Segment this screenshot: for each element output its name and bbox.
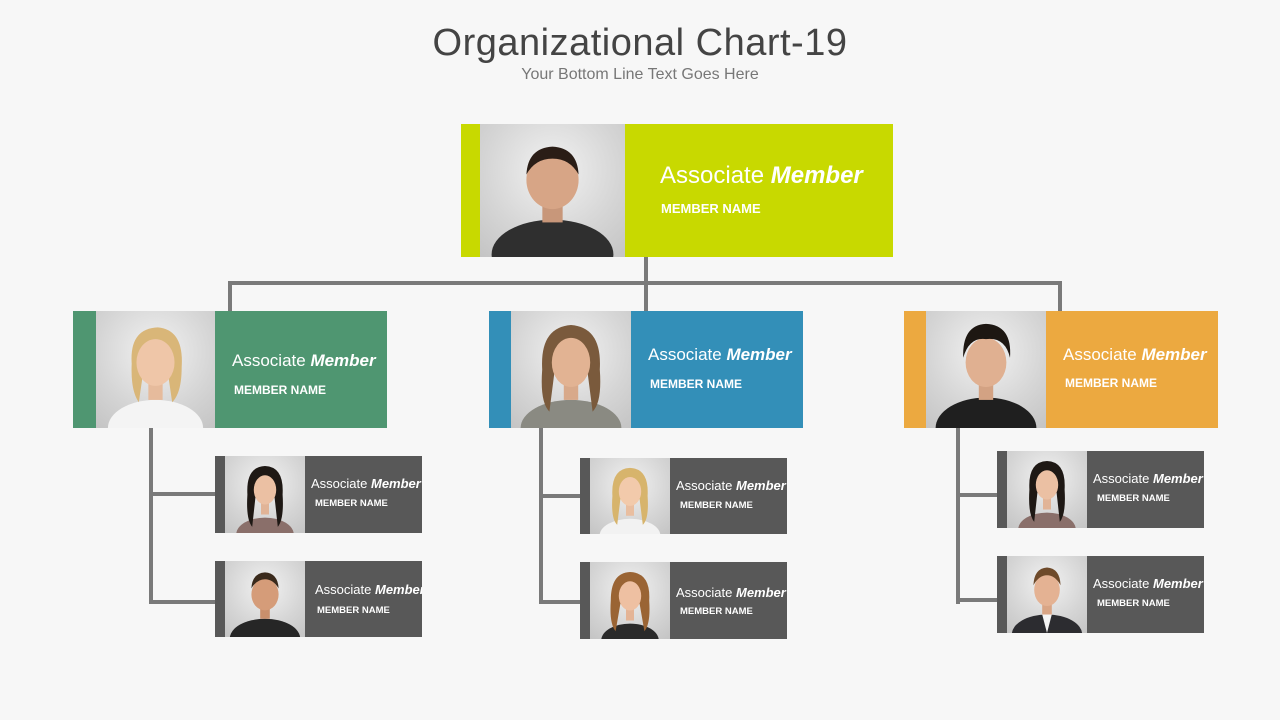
connector-center-branch-1 — [539, 494, 582, 498]
member-name: MEMBER NAME — [680, 606, 753, 617]
member-info: Associate Member MEMBER NAME — [1087, 451, 1204, 528]
card-accent-stripe — [997, 451, 1007, 528]
member-name: MEMBER NAME — [317, 605, 390, 616]
member-role: Associate Member — [311, 476, 421, 491]
member-role: Associate Member — [315, 582, 422, 597]
member-role: Associate Member — [1093, 576, 1203, 591]
card-accent-stripe — [580, 458, 590, 534]
member-info: Associate Member MEMBER NAME — [305, 456, 422, 533]
member-info: Associate Member MEMBER NAME — [670, 458, 787, 534]
man-portrait-icon — [926, 311, 1046, 428]
man-portrait-icon — [1007, 556, 1087, 633]
member-info: Associate Member MEMBER NAME — [670, 562, 787, 639]
connector-right-branch-2 — [956, 598, 999, 602]
member-role: Associate Member — [676, 478, 786, 493]
member-role: Associate Member — [1093, 471, 1203, 486]
member-name: MEMBER NAME — [680, 500, 753, 511]
woman-portrait-icon — [590, 458, 670, 534]
right-member-card-1[interactable]: Associate Member MEMBER NAME — [997, 451, 1204, 528]
connector-right-vertical — [956, 427, 960, 604]
connector-left-vertical — [149, 427, 153, 604]
member-name: MEMBER NAME — [234, 383, 326, 397]
member-role: Associate Member — [648, 345, 792, 364]
woman-portrait-icon — [1007, 451, 1087, 528]
connector-top-down — [644, 256, 648, 284]
left-member-card-2[interactable]: Associate Member MEMBER NAME — [215, 561, 422, 637]
left-head-info: Associate Member MEMBER NAME — [215, 311, 387, 428]
connector-right-drop — [1058, 281, 1062, 313]
member-info: Associate Member MEMBER NAME — [1087, 556, 1204, 633]
member-role: Associate Member — [232, 351, 376, 370]
man-portrait-icon — [511, 311, 631, 428]
connector-right-branch-1 — [956, 493, 999, 497]
card-accent-stripe — [215, 561, 225, 637]
member-name: MEMBER NAME — [1065, 376, 1157, 390]
card-accent-stripe — [461, 124, 480, 257]
member-role: Associate Member — [1063, 345, 1207, 364]
connector-center-vertical — [539, 427, 543, 604]
woman-portrait-icon — [225, 456, 305, 533]
member-name: MEMBER NAME — [661, 201, 761, 216]
right-head-info: Associate Member MEMBER NAME — [1046, 311, 1218, 428]
card-accent-stripe — [489, 311, 511, 428]
right-head-card[interactable]: Associate Member MEMBER NAME — [904, 311, 1218, 428]
top-member-info: Associate Member MEMBER NAME — [625, 124, 893, 257]
connector-left-drop — [228, 281, 232, 313]
card-accent-stripe — [904, 311, 926, 428]
member-name: MEMBER NAME — [315, 498, 388, 509]
woman-portrait-icon — [96, 311, 215, 428]
man-portrait-icon — [480, 124, 625, 257]
member-name: MEMBER NAME — [1097, 598, 1170, 609]
man-portrait-icon — [225, 561, 305, 637]
connector-center-branch-2 — [539, 600, 582, 604]
connector-center-drop — [644, 281, 648, 313]
left-head-card[interactable]: Associate Member MEMBER NAME — [73, 311, 387, 428]
card-accent-stripe — [73, 311, 96, 428]
center-member-card-2[interactable]: Associate Member MEMBER NAME — [580, 562, 787, 639]
card-accent-stripe — [997, 556, 1007, 633]
card-accent-stripe — [580, 562, 590, 639]
connector-left-branch-1 — [149, 492, 217, 496]
right-member-card-2[interactable]: Associate Member MEMBER NAME — [997, 556, 1204, 633]
page-subtitle: Your Bottom Line Text Goes Here — [521, 66, 759, 83]
member-name: MEMBER NAME — [650, 377, 742, 391]
center-head-card[interactable]: Associate Member MEMBER NAME — [489, 311, 803, 428]
connector-left-branch-2 — [149, 600, 217, 604]
left-member-card-1[interactable]: Associate Member MEMBER NAME — [215, 456, 422, 533]
page-title: Organizational Chart-19 — [432, 22, 848, 64]
member-role: Associate Member — [660, 162, 863, 189]
top-member-card[interactable]: Associate Member MEMBER NAME — [461, 124, 893, 257]
woman-portrait-icon — [590, 562, 670, 639]
member-name: MEMBER NAME — [1097, 493, 1170, 504]
center-head-info: Associate Member MEMBER NAME — [631, 311, 803, 428]
member-info: Associate Member MEMBER NAME — [305, 561, 422, 637]
center-member-card-1[interactable]: Associate Member MEMBER NAME — [580, 458, 787, 534]
member-role: Associate Member — [676, 585, 786, 600]
card-accent-stripe — [215, 456, 225, 533]
